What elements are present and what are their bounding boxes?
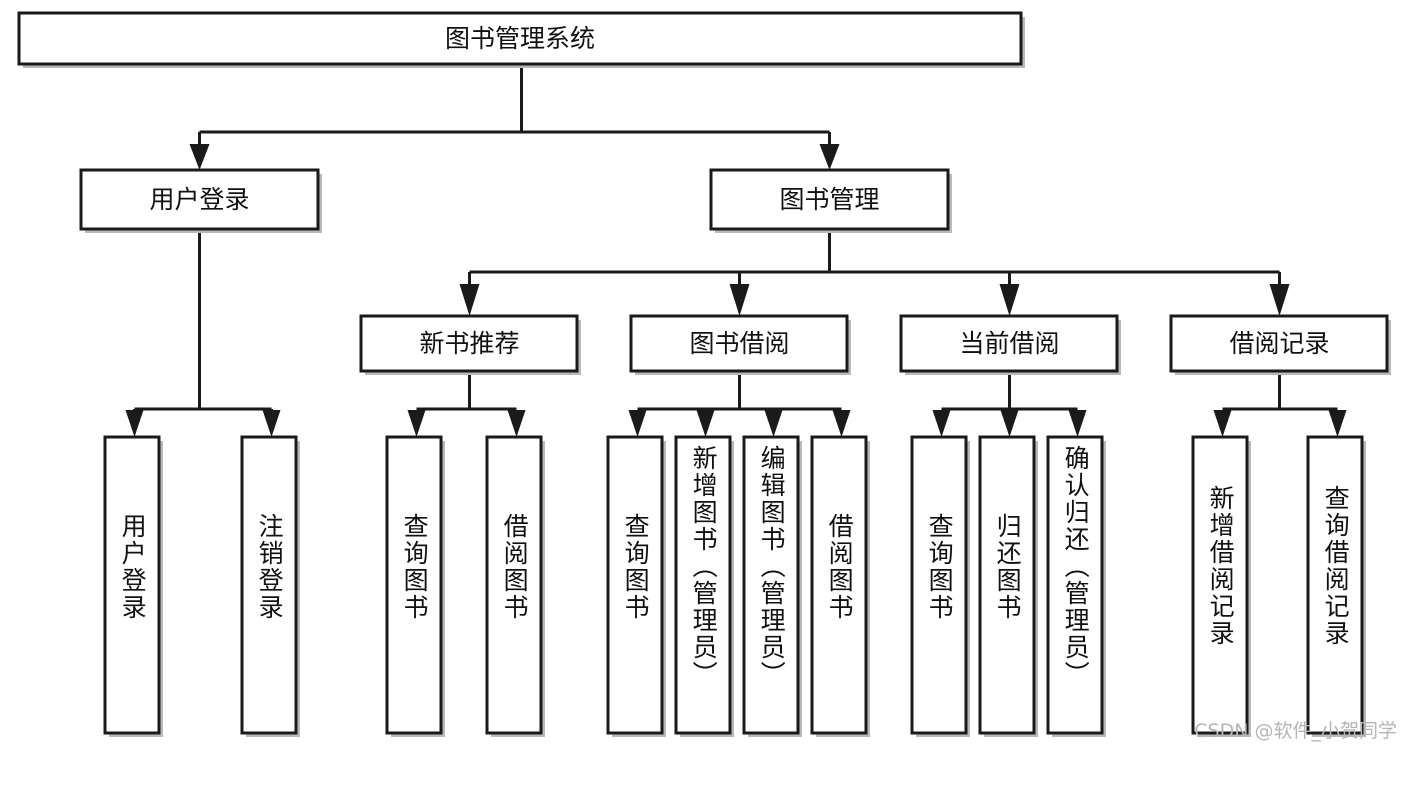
l3-1-label: 新书推荐: [419, 329, 519, 358]
leaf-borrow-1[interactable]: [606, 435, 666, 737]
arrow-leaf-b4: [832, 410, 851, 437]
arrow-user-login: [189, 144, 210, 170]
arrow-leaf-u1: [125, 410, 144, 437]
leaf-borrow-3[interactable]: [742, 435, 802, 737]
user-login-box: [79, 168, 320, 231]
arrow-leaf-d2: [1328, 410, 1347, 437]
l3-2-label: 图书借阅: [689, 329, 789, 358]
node-book-manage[interactable]: 图书管理: [709, 168, 952, 233]
book-manage-box: [709, 168, 950, 231]
l3-4-box: [1169, 314, 1389, 373]
leaf-recommend-2[interactable]: [485, 435, 545, 737]
l3-1-box: [359, 314, 579, 373]
leaf-record-1[interactable]: [1191, 435, 1251, 737]
leaf-r1-box: [385, 435, 443, 735]
arrow-leaf-b1: [628, 410, 647, 437]
leaf-b2-box: [674, 435, 732, 735]
root-label: 图书管理系统: [445, 24, 595, 53]
leaf-c3-box: [1046, 435, 1104, 735]
leaf-u1-box: [103, 435, 161, 735]
arrow-leaf-d1: [1213, 410, 1232, 437]
node-user-login[interactable]: 用户登录: [79, 168, 322, 233]
leaf-b4-box: [810, 435, 868, 735]
arrow-leaf-b2: [696, 410, 715, 437]
leaf-record-2[interactable]: [1306, 435, 1366, 737]
node-root[interactable]: 图书管理系统: [17, 11, 1025, 68]
l3-3-box: [899, 314, 1119, 373]
flowchart-svg: 图书管理系统 用户登录 图书管理 新书推荐 图书借阅 当前借阅: [17, 11, 1391, 737]
leaf-current-2[interactable]: [978, 435, 1038, 737]
leaf-user-login-1[interactable]: [103, 435, 163, 737]
arrow-leaf-r1: [407, 410, 426, 437]
leaf-current-1[interactable]: [910, 435, 970, 737]
leaf-c2-box: [978, 435, 1036, 735]
arrow-book-manage: [819, 144, 840, 170]
leaf-c1-box: [910, 435, 968, 735]
root-box: [17, 11, 1023, 66]
l3-4-label: 借阅记录: [1229, 329, 1329, 358]
leaf-recommend-1[interactable]: [385, 435, 445, 737]
leaf-d1-box: [1191, 435, 1249, 735]
arrow-leaf-c2: [1000, 410, 1019, 437]
leaf-current-3[interactable]: [1046, 435, 1106, 737]
arrow-l3-3: [999, 284, 1020, 316]
l3-3-label: 当前借阅: [959, 329, 1059, 358]
leaf-d2-box: [1306, 435, 1364, 735]
node-current-borrow[interactable]: 当前借阅: [899, 314, 1121, 375]
node-borrow-record[interactable]: 借阅记录: [1169, 314, 1391, 375]
l3-2-box: [629, 314, 849, 373]
leaf-u2-box: [240, 435, 298, 735]
book-manage-label: 图书管理: [779, 185, 879, 214]
leaf-b1-box: [606, 435, 664, 735]
leaf-r2-box: [485, 435, 543, 735]
node-book-borrow[interactable]: 图书借阅: [629, 314, 851, 375]
connectors: [125, 68, 1347, 437]
leaf-b3-box: [742, 435, 800, 735]
flowchart-canvas: 图书管理系统 用户登录 图书管理 新书推荐 图书借阅 当前借阅: [17, 11, 1397, 742]
arrow-leaf-c3: [1068, 410, 1087, 437]
node-new-book-recommend[interactable]: 新书推荐: [359, 314, 581, 375]
arrow-leaf-c1: [932, 410, 951, 437]
arrow-l3-4: [1269, 284, 1290, 316]
user-login-label: 用户登录: [149, 185, 249, 214]
arrow-leaf-r2: [507, 410, 526, 437]
arrow-l3-1: [459, 284, 480, 316]
arrow-leaf-u2: [262, 410, 281, 437]
arrow-l3-2: [729, 284, 750, 316]
leaf-borrow-2[interactable]: [674, 435, 734, 737]
leaf-user-login-2[interactable]: [240, 435, 300, 737]
arrow-leaf-b3: [764, 410, 783, 437]
leaf-borrow-4[interactable]: [810, 435, 870, 737]
